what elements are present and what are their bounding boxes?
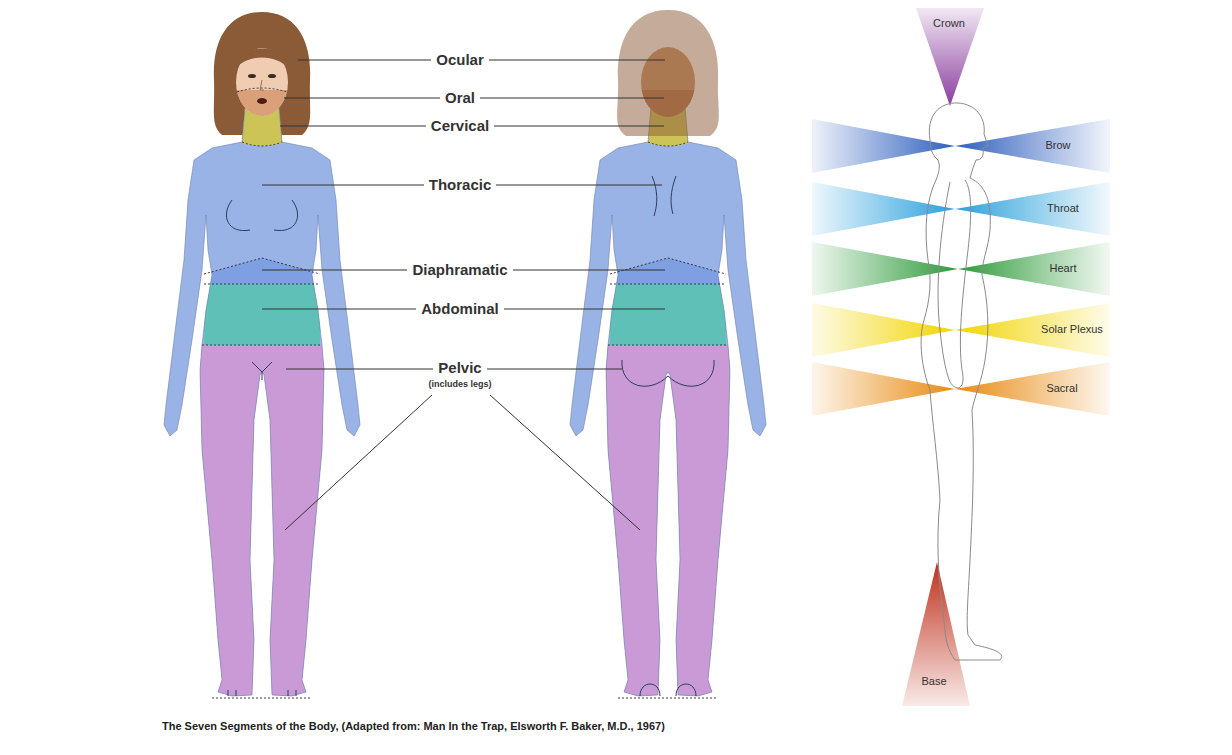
ocular-segment	[236, 48, 288, 116]
heart-cone	[958, 242, 1110, 296]
segment-label: Diaphramatic	[407, 261, 512, 279]
segment-note: (includes legs)	[425, 379, 494, 390]
profile-figure	[921, 103, 1002, 660]
sacral-cone	[812, 362, 955, 416]
segment-label: Pelvic	[433, 359, 486, 377]
leader-lines	[262, 60, 665, 530]
chakra-label: Crown	[933, 17, 965, 30]
caption: The Seven Segments of the Body, (Adapted…	[162, 720, 665, 733]
throat-cone	[812, 182, 955, 236]
chakra-label: Sacral	[1046, 382, 1077, 395]
mouth	[257, 98, 267, 104]
brow-cone	[955, 119, 1110, 173]
oral-segment	[236, 90, 288, 116]
base-cone	[902, 562, 970, 706]
chakra-label: Solar Plexus	[1041, 323, 1103, 336]
brow-cone	[812, 119, 955, 173]
solar-plexus-cone	[955, 303, 1110, 357]
crown-cone	[916, 8, 984, 106]
eye	[268, 74, 276, 78]
front-body	[150, 100, 370, 710]
heart-cone	[812, 242, 958, 296]
segment-label: Ocular	[431, 51, 489, 69]
eye	[248, 74, 256, 78]
solar-plexus-cone	[812, 303, 955, 357]
segment-label: Cervical	[426, 117, 494, 135]
segment-label: Thoracic	[424, 176, 497, 194]
throat-cone	[955, 182, 1110, 236]
hair-back	[617, 10, 719, 136]
chakra-label: Base	[921, 675, 946, 688]
nose	[260, 80, 264, 90]
segment-label: Abdominal	[416, 300, 504, 318]
chakra-label: Heart	[1050, 262, 1077, 275]
back-body	[556, 100, 776, 710]
back-body-lines	[622, 176, 714, 696]
chakra-label: Throat	[1047, 202, 1079, 215]
front-body-lines	[226, 200, 297, 696]
hair-bangs	[236, 49, 288, 69]
chakra-label: Brow	[1045, 139, 1070, 152]
segment-label: Oral	[440, 89, 480, 107]
